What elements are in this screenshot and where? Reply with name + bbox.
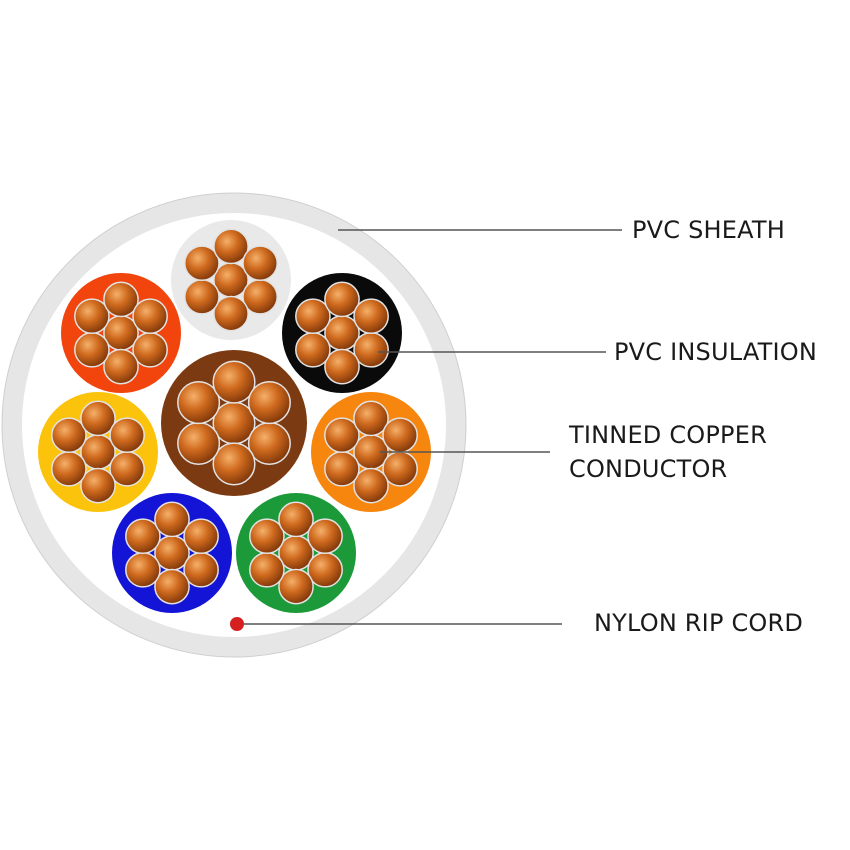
copper-strand [213,295,249,332]
copper-strand [51,450,87,487]
callout-lines [244,229,622,625]
copper-strand [183,518,219,555]
copper-strand [80,400,116,437]
copper-strand [307,518,343,555]
conductor-label: CONDUCTOR [569,455,728,483]
copper-strand [132,298,168,335]
copper-strand [213,228,249,265]
copper-strand [324,417,360,454]
copper-strand [109,417,145,454]
copper-strand [295,298,331,335]
copper-strand [184,245,220,282]
copper-strand [278,501,314,538]
tinned-copper-label: TINNED COPPER [569,421,767,449]
copper-strand [353,400,389,437]
copper-strand [353,298,389,335]
copper-strand [177,421,221,465]
nylon-rip-cord [230,617,244,631]
copper-strand [125,518,161,555]
copper-strand [382,417,418,454]
copper-strand [353,467,389,504]
copper-strand [80,467,116,504]
copper-strand [242,245,278,282]
nylon-rip-cord-label: NYLON RIP CORD [594,609,804,637]
core-white [171,220,291,340]
copper-strand [154,568,190,605]
copper-strand [177,381,221,425]
copper-strand [51,417,87,454]
core-black [282,273,402,393]
core-green [236,493,356,613]
copper-strand [212,401,256,445]
copper-strand [74,298,110,335]
core-blue [112,493,232,613]
copper-strand [324,281,360,318]
copper-strand [212,442,256,486]
copper-strand [324,450,360,487]
copper-strand [295,331,331,368]
pvc-insulation-label: PVC INSULATION [614,338,817,366]
core-yellow [38,392,158,512]
copper-strand [184,278,220,315]
core-orange [311,392,431,512]
pvc-sheath-label: PVC SHEATH [632,216,785,244]
copper-strand [278,568,314,605]
core-brown [161,350,307,496]
core-red-orange [61,273,181,393]
copper-strand [74,331,110,368]
copper-strand [212,360,256,404]
copper-strand [324,348,360,385]
copper-strand [247,421,291,465]
copper-strand [247,381,291,425]
copper-strand [103,281,139,318]
copper-strand [125,551,161,588]
copper-strand [103,348,139,385]
copper-strand [154,501,190,538]
insulated-cores [38,220,431,613]
copper-strand [249,518,285,555]
copper-strand [249,551,285,588]
